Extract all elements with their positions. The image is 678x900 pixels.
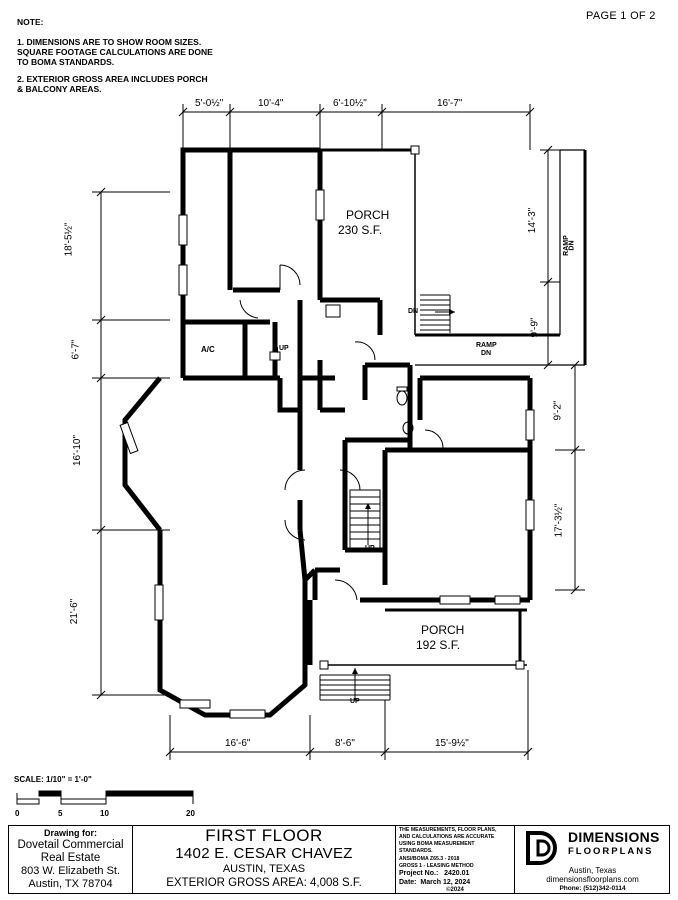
property-city: AUSTIN, TEXAS xyxy=(222,863,306,875)
porch-bottom-area: 192 S.F. xyxy=(416,638,461,652)
logo-word-2: FLOORPLANS xyxy=(568,846,654,857)
stair-dn-label: DN xyxy=(408,308,419,315)
dim-left-4: 21'-6" xyxy=(69,598,81,625)
note-1-line-2: SQUARE FOOTAGE CALCULATIONS ARE DONE xyxy=(17,47,213,57)
windows xyxy=(119,189,535,719)
note-2-line-1: 2. EXTERIOR GROSS AREA INCLUDES PORCH xyxy=(17,74,208,84)
company-logo-icon xyxy=(526,831,557,865)
porch-top-name: PORCH xyxy=(346,208,390,222)
client-box xyxy=(8,825,133,894)
copyright: ©2024 xyxy=(446,887,464,893)
company-city: Austin, Texas xyxy=(568,866,617,875)
company-website: dimensionsfloorplans.com xyxy=(546,875,639,884)
scale-tick-10: 10 xyxy=(100,809,109,818)
gross-area: EXTERIOR GROSS AREA: 4,008 S.F. xyxy=(166,877,362,889)
porch-top-area: 230 S.F. xyxy=(338,223,383,237)
dim-top-3: 6'-10½" xyxy=(333,98,367,109)
client-line-3: 803 W. Elizabeth St. xyxy=(20,865,121,877)
note-title: NOTE: xyxy=(17,17,44,27)
drawing-date: Date: March 12, 2024 xyxy=(399,879,471,886)
scale-tick-5: 5 xyxy=(58,809,63,818)
dim-bottom-2: 8'-6" xyxy=(335,738,355,749)
dim-right-4: 17'-3½" xyxy=(553,503,565,538)
porch-bottom-name: PORCH xyxy=(421,623,465,637)
drawing-for-label: Drawing for: xyxy=(44,828,97,838)
scale-bar xyxy=(16,790,194,805)
fixtures xyxy=(325,304,414,435)
standards-line-3: USING BOMA MEASUREMENT xyxy=(399,841,475,847)
dim-bottom-3: 15'-9½" xyxy=(435,738,469,749)
dim-top-2: 10'-4" xyxy=(258,98,284,109)
dim-top-4: 16'-7" xyxy=(437,98,463,109)
floor-title: FIRST FLOOR xyxy=(205,826,323,845)
ac-label: A/C xyxy=(201,345,215,354)
porch-bottom-structure xyxy=(319,608,527,701)
ramp-label-lower: RAMP xyxy=(476,342,497,349)
client-line-2: Real Estate xyxy=(40,852,101,864)
standards-line-1: THE MEASUREMENTS, FLOOR PLANS, xyxy=(399,827,497,833)
dim-right-1: 14'-3" xyxy=(527,207,539,234)
scale-tick-0: 0 xyxy=(15,809,20,818)
porch-top-structure xyxy=(320,145,587,366)
ramp-dn-label-side: DN xyxy=(568,240,576,251)
interior-stairs xyxy=(349,489,381,549)
dim-left-1: 18'-5½" xyxy=(63,222,75,257)
property-address: 1402 E. CESAR CHAVEZ xyxy=(175,845,353,862)
standards-line-6: GROSS 1 - LEASING METHOD xyxy=(399,863,474,869)
standards-line-5: ANSI/BOMA Z65.3 - 2018 xyxy=(399,856,460,862)
standards-line-2: AND CALCULATIONS ARE ACCURATE xyxy=(399,834,495,840)
ramp-dn-label-lower: DN xyxy=(481,350,492,357)
scale-label: SCALE: 1/10" = 1'-0" xyxy=(14,775,92,784)
note-1-line-3: TO BOMA STANDARDS. xyxy=(17,57,115,67)
dim-right-2: 9'-9" xyxy=(529,317,541,338)
logo-word-1: DIMENSIONS xyxy=(568,829,660,845)
note-2-line-2: & BALCONY AREAS. xyxy=(17,84,102,94)
dim-bottom-1: 16'-6" xyxy=(225,738,251,749)
dim-right-3: 9'-2" xyxy=(552,400,564,421)
project-number: Project No.: 2420.01 xyxy=(399,870,470,877)
stair-up-label-interior: UP xyxy=(365,545,375,552)
note-1-line-1: 1. DIMENSIONS ARE TO SHOW ROOM SIZES. xyxy=(17,37,202,47)
client-line-1: Dovetail Commercial xyxy=(17,839,124,851)
stair-up-label-ac: UP xyxy=(279,345,289,352)
page-label: PAGE 1 OF 2 xyxy=(586,10,656,22)
standards-box xyxy=(395,825,515,894)
arrows xyxy=(272,309,455,674)
company-phone: Phone: (512)342-0114 xyxy=(559,885,626,892)
client-line-4: Austin, TX 78704 xyxy=(28,878,113,890)
standards-line-4: STANDARDS. xyxy=(399,848,433,854)
stair-up-label-porch: UP xyxy=(350,698,360,705)
walls xyxy=(122,147,533,718)
dim-left-3: 16'-10" xyxy=(72,434,84,467)
scale-tick-20: 20 xyxy=(186,809,195,818)
door-swings xyxy=(239,264,444,601)
dim-left-2: 6'-7" xyxy=(70,339,82,360)
dim-top-1: 5'-0½" xyxy=(195,98,224,109)
